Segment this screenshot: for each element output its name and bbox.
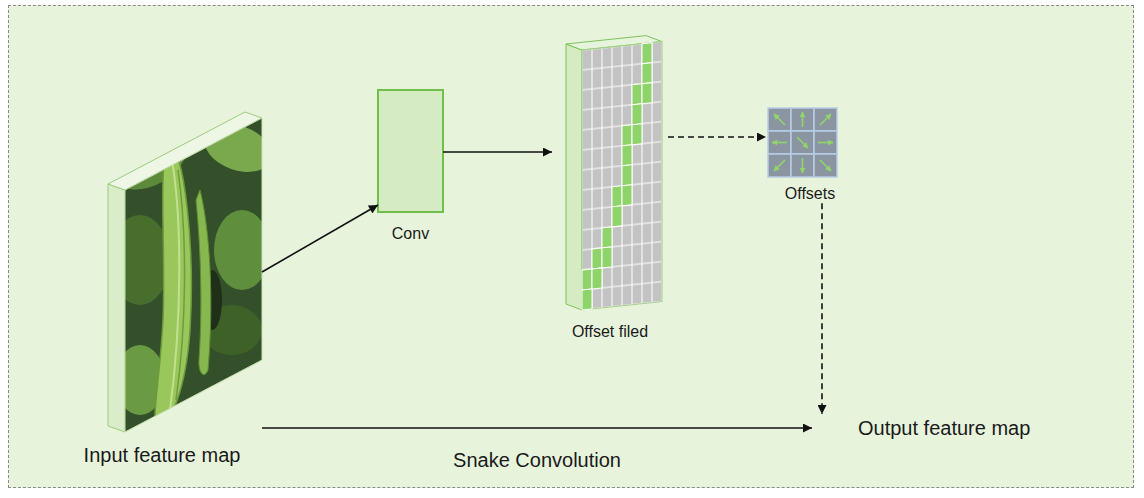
- node-label: Output feature map: [858, 416, 1030, 440]
- kernel-cell: [791, 154, 814, 177]
- kernel-cell: [814, 154, 837, 177]
- offset-arrow: [772, 142, 787, 144]
- feature-map-node: Input feature map: [62, 103, 262, 467]
- offset-arrow: [802, 112, 804, 127]
- grid-cell: [612, 186, 622, 207]
- grid-cell: [592, 248, 602, 269]
- edge-label: Snake Convolution: [453, 448, 621, 472]
- leaf: [110, 215, 170, 305]
- flow-arrow: [443, 151, 552, 153]
- gourd-ridge: [170, 160, 179, 410]
- grid-cell: [642, 43, 652, 64]
- gourd-photo: [103, 100, 279, 440]
- gourd-ridge: [176, 170, 185, 400]
- kernel-cell: [768, 154, 791, 177]
- flow-arrow: [262, 427, 812, 429]
- node-label: Offset filed: [572, 322, 648, 341]
- kernel-cell: [768, 131, 791, 154]
- grid-cell: [622, 145, 632, 166]
- conv-node: Conv: [378, 90, 443, 243]
- photo-edge: [125, 118, 262, 432]
- grid-cell: [642, 63, 652, 84]
- kernel-cell: [814, 131, 837, 154]
- offset-arrow: [820, 160, 831, 171]
- snake-cells: [582, 43, 652, 310]
- grid-cell: [632, 84, 642, 105]
- flow-arrow: [821, 203, 823, 414]
- kernel-cell: [814, 108, 837, 131]
- grid-cell: [632, 124, 642, 145]
- input-slab: [103, 100, 279, 440]
- grid-cell: [582, 269, 592, 290]
- grid-cell: [642, 83, 652, 104]
- node-label: Conv: [392, 224, 429, 243]
- grid-cell: [612, 206, 622, 227]
- offset-arrow: [820, 114, 831, 125]
- offset-field-slab: [566, 36, 662, 310]
- offset-field-node: Offset filed: [552, 30, 668, 341]
- slab-side: [108, 184, 125, 432]
- offset-arrow: [797, 137, 808, 148]
- gourd: [196, 190, 211, 375]
- kernel-cell: [791, 108, 814, 131]
- flow-arrow: [262, 205, 378, 272]
- kernel-cell: [768, 108, 791, 131]
- node-label: Offsets: [785, 184, 835, 203]
- offsets-node: Offsets: [766, 108, 854, 203]
- offset-arrow: [818, 142, 833, 144]
- offsets-kernel: [768, 108, 837, 177]
- offset-grid: [582, 42, 662, 310]
- offset-arrow: [774, 114, 785, 125]
- grid-cell: [602, 247, 612, 268]
- grid-cell: [632, 104, 642, 125]
- slab-side: [566, 44, 582, 310]
- offset-arrow: [774, 160, 785, 171]
- grid-cell: [602, 227, 612, 248]
- flow-arrow: [668, 136, 766, 138]
- grid-cells: [582, 42, 662, 310]
- leaf: [198, 115, 279, 180]
- gourd: [155, 140, 191, 430]
- grid-cell: [582, 289, 592, 310]
- conv-block: [378, 90, 443, 212]
- grid-cell: [622, 185, 632, 206]
- node-label: Input feature map: [84, 443, 241, 467]
- grid-cell: [592, 268, 602, 289]
- grid-cell: [622, 165, 632, 186]
- grid-cell: [622, 125, 632, 146]
- kernel-cell: [791, 131, 814, 154]
- offset-arrow: [802, 158, 804, 173]
- output-node: Output feature map: [812, 414, 1030, 440]
